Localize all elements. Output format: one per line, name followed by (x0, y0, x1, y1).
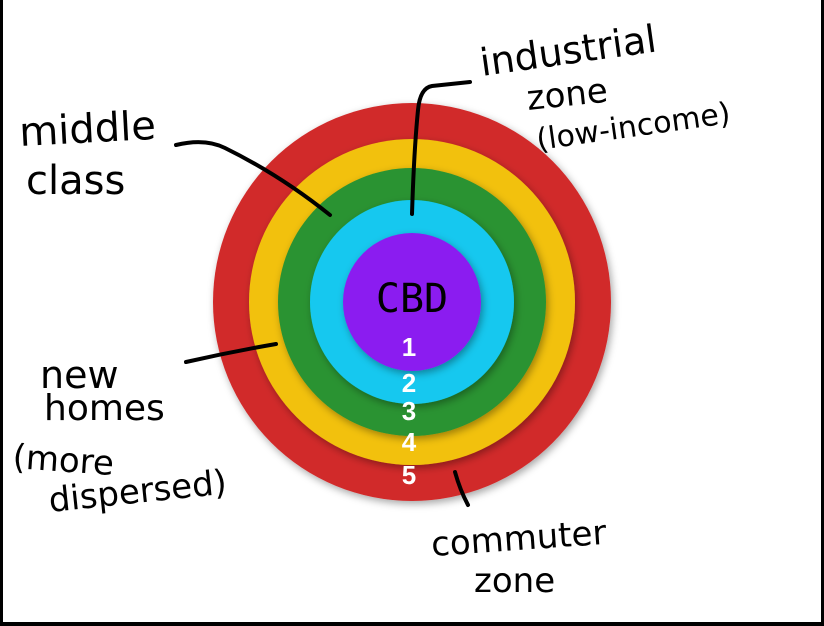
label-industrial-zone: zone (525, 71, 610, 119)
label-more: (more (11, 437, 115, 484)
zone-number-4: 4 (402, 427, 417, 457)
zone-number-5: 5 (402, 460, 416, 490)
zone-1-cbd (343, 233, 481, 371)
cbd-label: CBD (376, 276, 448, 322)
zone-number-1: 1 (402, 332, 416, 362)
zone-number-3: 3 (402, 396, 416, 426)
zone-number-2: 2 (402, 368, 416, 398)
frame-right-border (821, 0, 824, 626)
leader-industrial (410, 80, 472, 216)
frame-left-border (0, 0, 3, 626)
annotation-new-homes: new homes (more dispersed) (11, 342, 278, 521)
annotation-middle-class: middle class (18, 103, 332, 217)
label-commuter-zone: zone (474, 561, 555, 601)
label-commuter: commuter (430, 513, 608, 565)
label-middle: middle (18, 103, 157, 156)
frame-bottom-border (0, 622, 824, 626)
label-new: new (40, 353, 119, 397)
label-class: class (26, 158, 125, 204)
leader-middle-class (174, 140, 332, 217)
label-homes: homes (44, 388, 165, 429)
leader-commuter (453, 470, 470, 507)
leader-new-homes (184, 342, 278, 364)
